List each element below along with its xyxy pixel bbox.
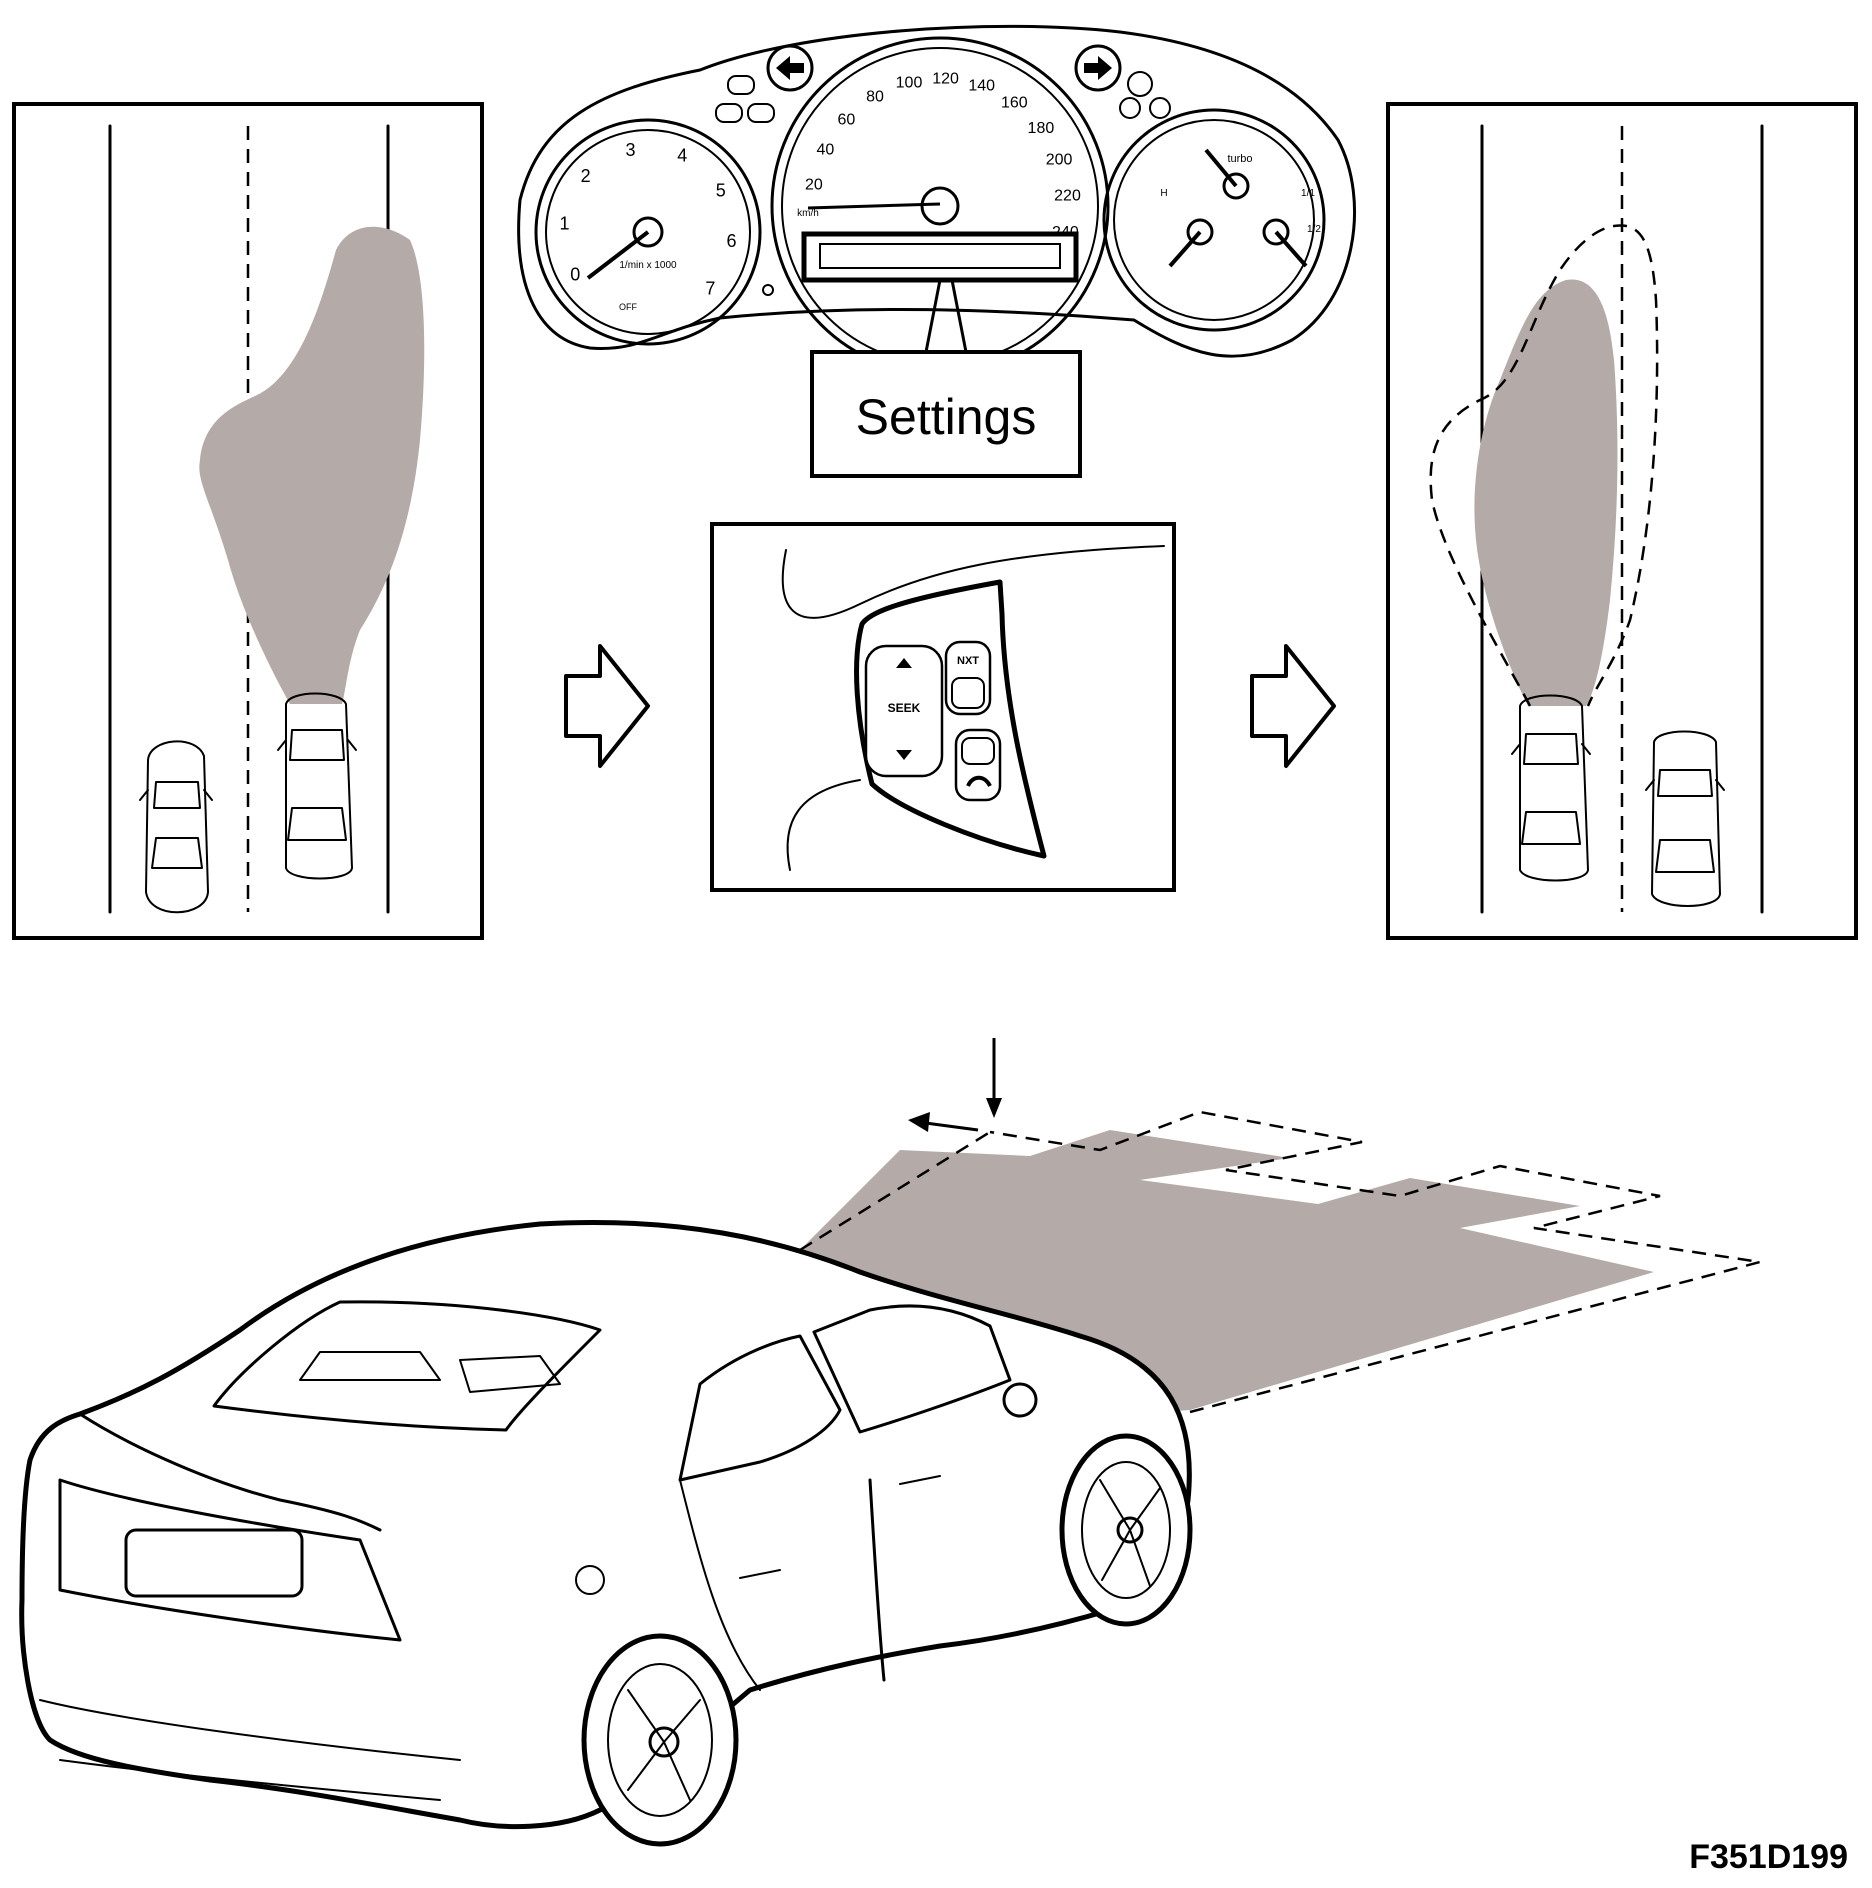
- steering-wheel-controls-panel: SEEK NXT: [710, 522, 1176, 892]
- phone-icon: [966, 775, 992, 788]
- right-road-panel: [1386, 102, 1858, 940]
- tick-label: 200: [1046, 152, 1073, 169]
- tick-label: 2: [581, 166, 591, 186]
- tick-label: 0: [570, 264, 580, 284]
- beam-pattern-left: [199, 226, 425, 704]
- seek-up-icon[interactable]: [896, 658, 912, 668]
- turn-signal-left-icon: [766, 44, 814, 92]
- tacho-tick-labels: 0 1 2 3 4 5 6 7: [559, 140, 736, 298]
- seek-rocker[interactable]: SEEK: [864, 644, 944, 778]
- other-car-right: [1645, 730, 1725, 907]
- tick-label: 6: [726, 231, 736, 251]
- tick-label: 160: [1001, 94, 1028, 111]
- beam-outline-previous: [1429, 224, 1659, 707]
- tick-label: 5: [716, 180, 726, 200]
- tick-label: 7: [705, 279, 715, 299]
- nxt-label: NXT: [957, 655, 979, 667]
- beam-pattern-right: [1474, 279, 1618, 706]
- tick-label: 4: [677, 146, 687, 166]
- speedo-hub: [920, 186, 960, 226]
- settings-label: Settings: [856, 389, 1037, 445]
- nxt-button[interactable]: NXT: [944, 640, 992, 716]
- car-rear-quarter-view: [19, 1220, 1193, 1847]
- headlight-indicator-icons: [715, 75, 775, 123]
- arrow-down-icon: [986, 1098, 1002, 1118]
- hollow-arrow-right-icon: [564, 644, 650, 768]
- left-road-panel: [12, 102, 484, 940]
- tacho-unit-label: 1/min x 1000: [619, 260, 677, 271]
- rear-wheel: [581, 1633, 739, 1847]
- speedo-unit-label: km/h: [797, 208, 819, 219]
- tick-label: 20: [805, 176, 823, 193]
- tick-label: 60: [838, 111, 856, 128]
- fuel-half-label: 1/2: [1307, 224, 1321, 235]
- hollow-arrow-right-icon-2: [1250, 644, 1336, 768]
- phone-button[interactable]: [954, 728, 1002, 802]
- seek-label: SEEK: [888, 701, 921, 715]
- settings-callout: Settings: [810, 278, 1082, 478]
- tick-label: 3: [625, 140, 635, 160]
- tick-label: 40: [817, 142, 835, 159]
- tick-label: 180: [1028, 120, 1055, 137]
- warning-indicator-icons: [1119, 71, 1171, 119]
- off-label: OFF: [619, 302, 637, 312]
- tick-label: 80: [866, 88, 884, 105]
- front-wheel: [1059, 1433, 1193, 1627]
- tick-label: 120: [932, 71, 959, 88]
- seek-down-icon[interactable]: [896, 750, 912, 760]
- other-car-left: [139, 740, 213, 914]
- tick-label: 1: [559, 214, 569, 234]
- figure-id: F351D199: [1689, 1838, 1848, 1876]
- tick-label: 220: [1054, 187, 1081, 204]
- arrow-left-icon: [908, 1112, 930, 1132]
- tick-label: 140: [968, 78, 995, 95]
- turn-signal-right-icon: [1074, 44, 1122, 92]
- own-car-right: [1511, 694, 1591, 882]
- tick-label: 100: [896, 74, 923, 91]
- temp-high-label: H: [1160, 188, 1167, 199]
- own-car-left: [277, 692, 357, 880]
- fuel-full-label: 1/1: [1301, 188, 1315, 199]
- turbo-label: turbo: [1227, 153, 1252, 165]
